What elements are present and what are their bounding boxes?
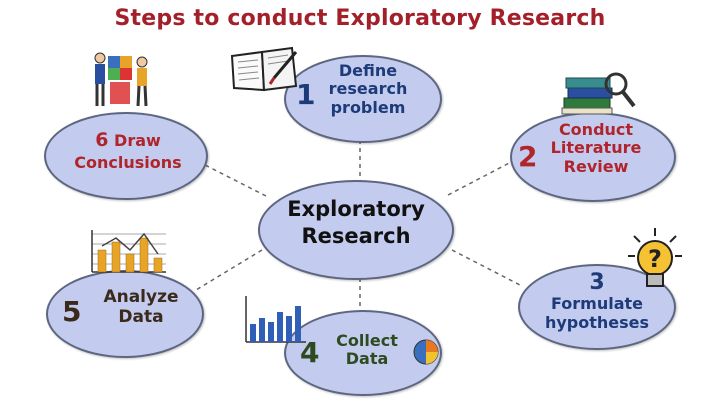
- connector-5: [195, 249, 263, 291]
- step-2-line2: Literature: [550, 138, 642, 158]
- step-6-number: 6: [95, 129, 109, 151]
- step-2-label: Conduct Literature Review: [540, 120, 652, 176]
- step-5-line2: Data: [118, 306, 164, 327]
- open-book-pen-icon: [230, 46, 298, 92]
- step-3-label: 3 Formulate hypotheses: [518, 270, 676, 332]
- step-3-number: 3: [589, 270, 605, 295]
- step-2-line3: Review: [563, 156, 629, 176]
- step-2-line1: Conduct: [558, 120, 634, 139]
- step-6-label: 6 Draw Conclusions: [58, 129, 198, 172]
- step-5-label: Analyze Data: [90, 287, 192, 327]
- connector-3: [451, 249, 521, 286]
- step-4-number: 4: [300, 336, 320, 369]
- team-puzzle-icon: [94, 52, 148, 107]
- step-1-line3: problem: [330, 97, 406, 117]
- step-1-line1: Define: [338, 61, 398, 80]
- line-bar-chart-icon: [91, 230, 166, 273]
- connector-6: [204, 164, 267, 197]
- step-3-line1: Formulate: [550, 294, 643, 314]
- step-1-line2: research: [328, 79, 408, 99]
- step-4-line1: Collect: [336, 331, 398, 350]
- step-6-line2: Conclusions: [74, 152, 182, 172]
- center-label-line2: Research: [301, 224, 411, 249]
- step-6-node: [44, 112, 208, 200]
- step-3-line2: hypotheses: [544, 312, 650, 332]
- step-5-number: 5: [62, 295, 82, 328]
- diagram-title: Steps to conduct Exploratory Research: [114, 6, 606, 31]
- connector-2: [447, 159, 516, 196]
- step-1-node: [284, 55, 442, 143]
- books-magnifier-icon: [561, 72, 636, 115]
- step-6-line1: Draw: [114, 131, 161, 150]
- lightbulb-question-icon: ?: [628, 228, 682, 287]
- center-node: [258, 180, 454, 280]
- pie-chart-icon: [413, 339, 439, 365]
- step-1-label: Define research problem: [318, 61, 418, 117]
- step-5-line1: Analyze: [103, 287, 179, 307]
- svg-text:?: ?: [648, 245, 662, 273]
- step-4-label: Collect Data: [326, 331, 408, 369]
- step-3-node: [518, 264, 676, 350]
- step-2-node: [510, 112, 676, 202]
- center-label: Exploratory Research: [258, 197, 454, 248]
- step-1-number: 1: [296, 78, 316, 111]
- step-4-line2: Data: [345, 349, 389, 369]
- center-label-line1: Exploratory: [287, 197, 425, 221]
- step-2-number: 2: [518, 140, 538, 173]
- bar-chart-pie-icon: [245, 296, 306, 343]
- step-5-node: [46, 270, 204, 358]
